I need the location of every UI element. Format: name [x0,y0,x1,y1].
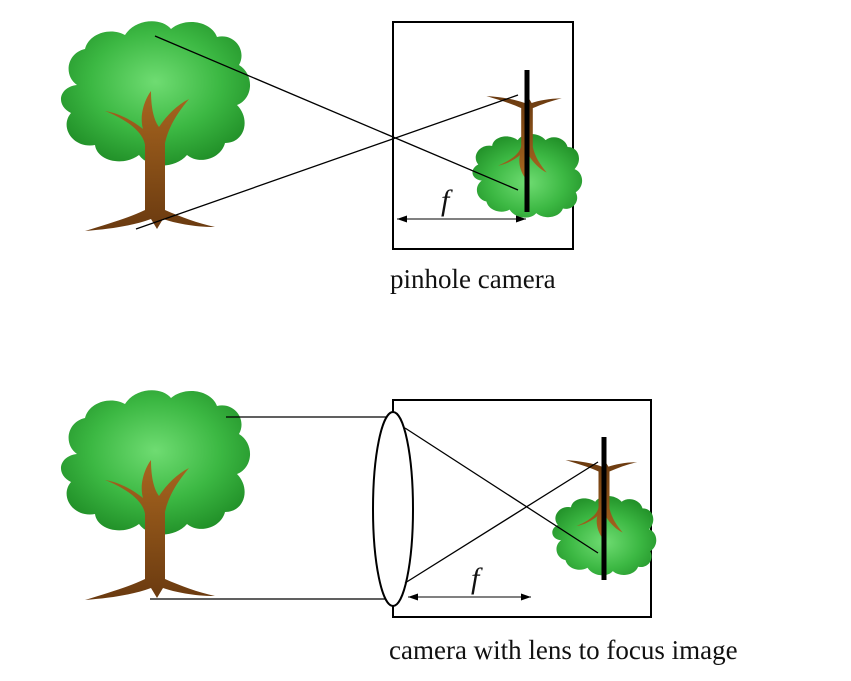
ray-bottom [135,94,519,230]
focal-length-arrow-lens [408,593,531,601]
lens [372,411,414,607]
ray-top-lens-out [404,427,599,554]
pinhole-panel: f [60,21,583,250]
camera-box [392,21,574,250]
lens-panel: f [60,390,657,618]
focal-length-label-lens: f [471,562,483,595]
lens-camera-caption: camera with lens to focus image [389,635,738,665]
object-tree-lens [60,390,251,600]
ray-top [154,35,519,191]
pinhole-camera-caption: pinhole camera [390,264,556,294]
focal-length-arrow [397,215,526,223]
focal-length-label: f [441,184,453,217]
ray-bottom-lens-out [404,461,599,584]
